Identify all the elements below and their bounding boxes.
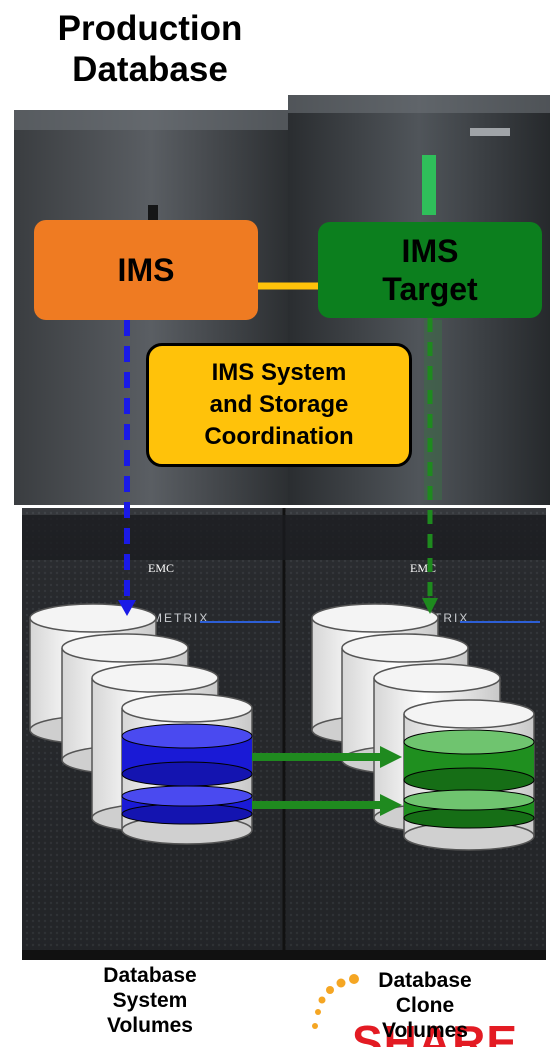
logo-dot — [336, 978, 346, 988]
mainframe-slot — [148, 205, 158, 230]
clone-volume-cylinder — [403, 699, 535, 851]
page-title: Production Database — [30, 8, 270, 90]
system-volumes-caption: Database System Volumes — [70, 963, 230, 1038]
mainframe-badge — [470, 128, 510, 136]
ims-target-box: IMS Target — [318, 222, 542, 318]
arrowhead — [422, 598, 438, 614]
copy-arrow-bottom — [252, 794, 402, 816]
copy-arrow-top — [252, 746, 402, 768]
target-dashed-connector — [422, 318, 438, 614]
rack-header — [22, 515, 546, 560]
caption-line: Database — [378, 969, 472, 992]
ims-box-label: IMS — [117, 251, 175, 288]
logo-dot — [312, 1023, 318, 1029]
logo-dot — [326, 986, 334, 994]
share-logo: SHARE — [312, 974, 518, 1047]
database-volume-cylinder — [121, 693, 253, 845]
mainframe-top-trim — [288, 95, 550, 113]
logo-dot — [318, 996, 326, 1004]
caption-line: Volumes — [107, 1014, 193, 1037]
mainframe-status-light — [422, 155, 436, 215]
target-box-label: IMS — [401, 233, 459, 269]
arrowhead — [118, 600, 136, 616]
caption-line: Volumes — [382, 1019, 468, 1042]
caption-line: Clone — [395, 994, 455, 1017]
ims-dashed-connector — [118, 320, 136, 616]
coordination-label: IMS System — [211, 359, 347, 386]
coordination-label: and Storage — [209, 391, 349, 418]
clone-volumes-caption: Database Clone Volumes — [350, 968, 500, 1043]
logo-dot — [349, 974, 359, 984]
caption-line: System — [112, 989, 188, 1012]
caption-line: Database — [103, 964, 197, 987]
logo-dot — [315, 1009, 321, 1015]
target-box-label: Target — [382, 271, 478, 307]
rack-base — [22, 950, 546, 960]
title-line: Database — [72, 50, 228, 89]
clone-volume-stack — [311, 603, 535, 851]
coordination-box: IMS System and Storage Coordination — [146, 343, 412, 467]
ims-box: IMS — [34, 220, 258, 320]
title-line: Production — [57, 9, 243, 48]
mainframe-top-trim — [14, 110, 288, 130]
mainframe-light-strip — [424, 320, 442, 500]
emc-label-left: EMC — [148, 561, 174, 575]
coordination-label: Coordination — [204, 423, 354, 450]
brand-label-left: METRIX — [152, 611, 209, 625]
system-volume-stack — [29, 603, 253, 845]
share-logo-text: SHARE — [352, 1016, 518, 1047]
